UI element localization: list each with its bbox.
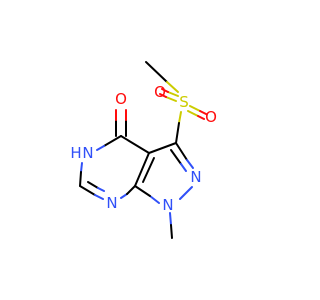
atom-n-h: N	[82, 144, 93, 162]
atom-o-carbonyl: O	[115, 90, 127, 108]
bond-s-c3	[175, 122, 180, 144]
structure-canvas: O S O O H N N N N	[70, 61, 217, 239]
atom-n-methyl: N	[162, 196, 173, 214]
bond-n7-c7a	[126, 185, 136, 195]
bond-s-o1-d	[161, 88, 169, 93]
bond-n1-methyl-n	[169, 212, 172, 226]
atom-s: S	[179, 93, 189, 111]
bond-c7a-c3a-inner	[142, 157, 155, 183]
atom-o-sulfonyl-right: O	[205, 108, 217, 126]
bond-c4-n5-n	[96, 145, 105, 151]
bond-s-c3-s	[178, 111, 182, 124]
bond-c3-n2-n	[186, 159, 194, 169]
atom-n-pyrimidine: N	[106, 194, 117, 212]
bond-s-o2-c	[187, 110, 199, 117]
bonds	[79, 61, 207, 239]
bond-c6-n7-inner	[87, 181, 99, 189]
bond-n5-c6	[79, 171, 82, 187]
bond-s-o1-b	[159, 93, 167, 98]
bond-n1-c7a-n	[149, 195, 160, 204]
bond-c6-n7	[79, 185, 96, 196]
bond-s-o1-c	[167, 91, 179, 97]
bond-n2-n1	[179, 186, 193, 200]
bond-c6-n7-inner-n	[97, 187, 105, 192]
atom-labels: O S O O H N N N N	[70, 83, 217, 214]
atom-o-sulfonyl-left: O	[154, 83, 166, 101]
atom-n-h-hydrogen: H	[70, 144, 81, 162]
bond-c3-n2-inner-n	[180, 163, 187, 172]
atom-n-pyrazole: N	[190, 168, 201, 186]
bond-s-o2-a	[189, 105, 201, 112]
bond-n7-c7a-n	[120, 193, 128, 199]
bond-c6-n7-n	[94, 194, 104, 200]
bond-n1-methyl	[170, 224, 173, 239]
bond-c3a-c4	[120, 135, 150, 154]
bond-c3-n2-inner	[170, 149, 182, 165]
bond-s-methyl-s	[166, 81, 179, 93]
bond-n5-c6-n	[80, 162, 83, 173]
bond-s-o2-d	[197, 115, 205, 120]
bond-c7a-c3a	[134, 152, 150, 187]
bond-c4-n5	[103, 135, 122, 147]
bond-c3-n2	[175, 142, 188, 161]
bond-c3a-c3	[148, 142, 177, 154]
bond-n1-c7a	[134, 185, 151, 197]
bond-s-o1-a	[165, 96, 177, 102]
bond-s-o2-b	[199, 110, 207, 115]
bond-s-methyl	[145, 61, 168, 83]
